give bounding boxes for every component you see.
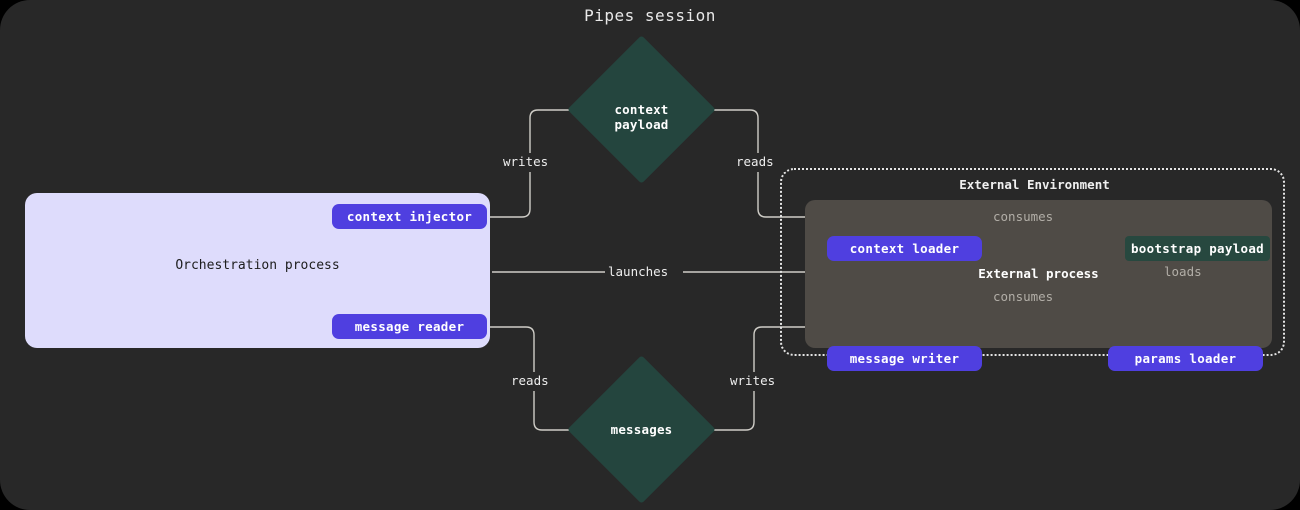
node-message-writer[interactable]: message writer: [827, 346, 982, 371]
node-params-loader[interactable]: params loader: [1108, 346, 1263, 371]
store-messages-label: messages: [610, 422, 673, 437]
external-process-box: External process context loader bootstra…: [805, 200, 1272, 371]
edge-label-consumes-context: consumes: [993, 209, 1054, 224]
label-mask-writes-messages: [727, 372, 787, 391]
edge-label-reads-messages: reads: [511, 373, 549, 388]
page-title: Pipes session: [584, 6, 716, 25]
edge-label-loads: loads: [1164, 264, 1202, 279]
store-context-payload-label: context payload: [589, 102, 694, 132]
node-context-injector[interactable]: context injector: [332, 204, 487, 229]
label-mask-reads-messages: [508, 372, 560, 391]
label-mask-launches: [605, 263, 683, 282]
edge-label-launches: launches: [608, 264, 669, 279]
edge-label-consumes-message: consumes: [993, 289, 1054, 304]
external-process-label: External process: [978, 266, 1099, 281]
label-mask-writes-context: [500, 153, 560, 172]
label-mask-loads: [1161, 263, 1211, 282]
edge-label-writes-context: writes: [503, 154, 549, 169]
node-context-loader[interactable]: context loader: [827, 236, 982, 261]
label-mask-consumes-context: [989, 208, 1069, 227]
node-message-reader[interactable]: message reader: [332, 314, 487, 339]
store-context-payload-line2: payload: [614, 117, 669, 132]
label-mask-reads-context: [733, 153, 785, 172]
store-context-payload-line1: context: [614, 102, 669, 117]
node-bootstrap-payload[interactable]: bootstrap payload: [1125, 236, 1270, 261]
orchestration-process-label: Orchestration process: [175, 258, 340, 273]
orchestration-process-box: Orchestration process context injector m…: [25, 193, 490, 348]
external-environment-box: External Environment External process co…: [780, 168, 1285, 371]
label-mask-consumes-message: [989, 288, 1069, 307]
edge-label-writes-messages: writes: [730, 373, 776, 388]
edge-label-reads-context: reads: [736, 154, 774, 169]
external-environment-label: External Environment: [959, 177, 1110, 192]
